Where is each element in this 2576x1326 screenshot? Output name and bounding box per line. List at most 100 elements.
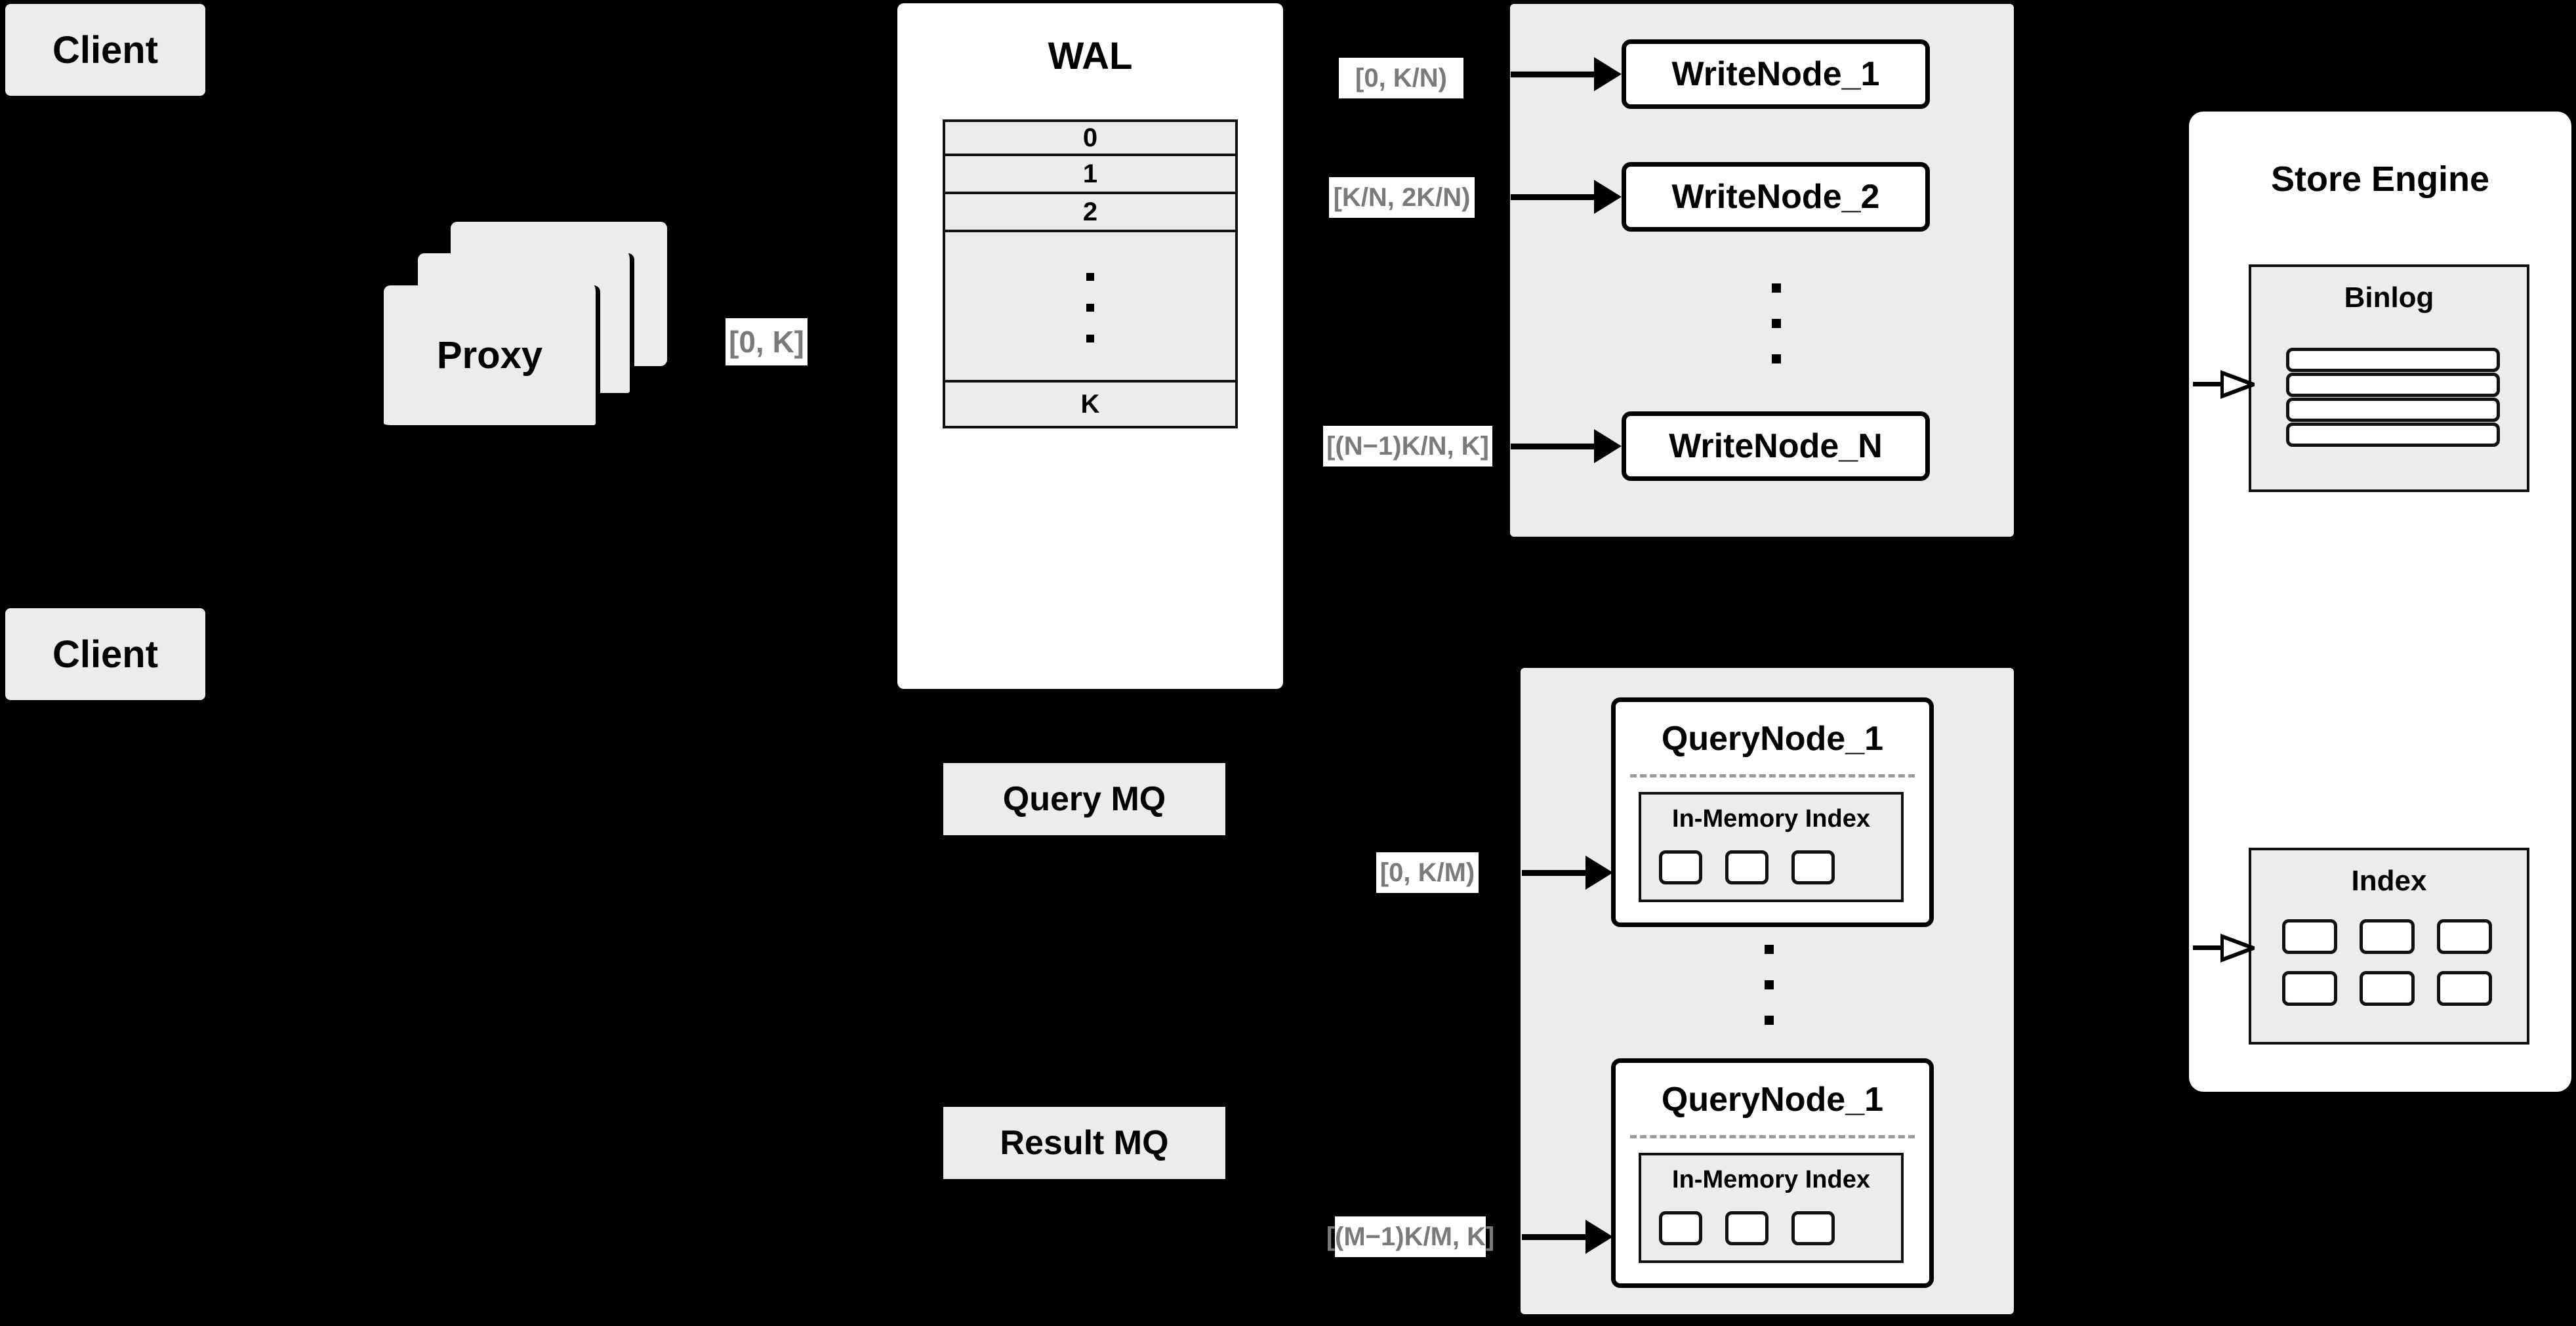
query-node-2-in-memory-index-title: In-Memory Index [1641, 1166, 1901, 1194]
wal-row-2[interactable]: 2 [943, 194, 1238, 232]
write-node-n-range-tag: [(N−1)K/N, K] [1323, 426, 1492, 466]
write-node-1-label: WriteNode_1 [1671, 55, 1880, 93]
binlog-entry[interactable] [2286, 423, 2500, 447]
write-node-n-arrow-line [1511, 444, 1596, 449]
write-node-2-label: WriteNode_2 [1671, 178, 1880, 216]
query-node-1-range-tag: [0, K/M) [1376, 852, 1479, 893]
binlog-entry[interactable] [2286, 398, 2500, 422]
index-segment[interactable] [1659, 850, 1702, 884]
client-label-1: Client [52, 28, 159, 72]
query-node-2-arrow-line [1522, 1234, 1607, 1240]
index-segment[interactable] [1791, 1211, 1835, 1245]
in-memory-index-title-text-2: In-Memory Index [1672, 1166, 1870, 1193]
index-segment[interactable] [1659, 1211, 1702, 1245]
ellipsis-dot [1765, 945, 1774, 954]
query-mq-label: Query MQ [1002, 780, 1166, 818]
write-node-n-range-text: [(N−1)K/N, K] [1326, 431, 1489, 461]
binlog-title-text: Binlog [2344, 281, 2434, 314]
write-node-1[interactable]: WriteNode_1 [1622, 39, 1930, 109]
client-box-1[interactable]: Client [5, 4, 205, 96]
binlog-entry[interactable] [2286, 348, 2500, 372]
client-label-2: Client [52, 632, 159, 676]
query-cluster-vertical-ellipsis [1765, 945, 1774, 1052]
query-node-1-title: QueryNode_1 [1616, 719, 1929, 758]
ellipsis-dot [1765, 1016, 1774, 1025]
write-node-1-arrow-line [1511, 72, 1596, 77]
query-node-1[interactable]: QueryNode_1 In-Memory Index [1611, 697, 1934, 927]
wal-row-ellipsis [943, 232, 1238, 383]
ellipsis-dot [1086, 273, 1094, 281]
index-entry[interactable] [2282, 971, 2337, 1006]
index-entry[interactable] [2360, 919, 2415, 954]
query-node-2-separator [1630, 1135, 1915, 1138]
query-node-1-arrow-head [1585, 856, 1613, 890]
result-mq-box[interactable]: Result MQ [943, 1107, 1225, 1179]
query-node-1-in-memory-index: In-Memory Index [1639, 792, 1904, 902]
index-title: Index [2251, 865, 2527, 898]
index-entry[interactable] [2437, 919, 2492, 954]
query-node-2[interactable]: QueryNode_1 In-Memory Index [1611, 1058, 1934, 1288]
binlog-arrow-line [2193, 382, 2223, 386]
write-node-1-range-text: [0, K/N) [1355, 63, 1447, 93]
store-engine-title: Store Engine [2189, 159, 2571, 199]
index-entry[interactable] [2282, 919, 2337, 954]
write-node-2-arrow-line [1511, 194, 1596, 200]
ellipsis-dot [1765, 980, 1774, 989]
binlog-entry[interactable] [2286, 373, 2500, 397]
wal-vertical-ellipsis [1086, 273, 1094, 342]
write-node-2[interactable]: WriteNode_2 [1622, 162, 1930, 232]
binlog-section: Binlog [2249, 264, 2529, 492]
write-node-1-range-tag: [0, K/N) [1339, 58, 1463, 98]
query-node-1-range-text: [0, K/M) [1380, 858, 1475, 887]
proxy-output-range-text: [0, K] [729, 325, 804, 359]
client-box-2[interactable]: Client [5, 608, 205, 700]
proxy-output-range-tag: [0, K] [726, 318, 808, 365]
write-node-n-label: WriteNode_N [1669, 427, 1883, 465]
wal-row-1[interactable]: 1 [943, 156, 1238, 194]
ellipsis-dot [1086, 304, 1094, 312]
ellipsis-dot [1086, 335, 1094, 342]
index-arrow-line [2193, 945, 2223, 950]
query-node-2-title: QueryNode_1 [1616, 1080, 1929, 1119]
result-mq-label: Result MQ [1000, 1124, 1169, 1162]
wal-rows: 0 1 2 K [943, 119, 1238, 623]
index-segment[interactable] [1791, 850, 1835, 884]
wal-title-text: WAL [1048, 35, 1133, 77]
query-node-1-separator [1630, 774, 1915, 777]
index-segment[interactable] [1725, 1211, 1768, 1245]
wal-row-0[interactable]: 0 [943, 119, 1238, 156]
write-node-n[interactable]: WriteNode_N [1622, 411, 1930, 481]
ellipsis-dot [1772, 319, 1781, 328]
query-node-1-title-text: QueryNode_1 [1661, 720, 1884, 758]
index-title-text: Index [2351, 865, 2427, 897]
query-mq-box[interactable]: Query MQ [943, 763, 1225, 835]
ellipsis-dot [1772, 283, 1781, 293]
query-node-2-in-memory-index: In-Memory Index [1639, 1153, 1904, 1263]
query-node-2-range-text: [(M−1)K/M, K] [1326, 1222, 1495, 1251]
wal-row-k-label: K [1080, 389, 1100, 419]
index-entry[interactable] [2360, 971, 2415, 1006]
index-segment[interactable] [1725, 850, 1768, 884]
wal-row-k[interactable]: K [943, 383, 1238, 428]
wal-row-1-label: 1 [1082, 159, 1098, 188]
write-node-2-range-tag: [K/N, 2K/N) [1329, 177, 1475, 218]
wal-row-0-label: 0 [1082, 123, 1098, 152]
ellipsis-dot [1772, 354, 1781, 363]
query-node-2-title-text: QueryNode_1 [1661, 1081, 1884, 1119]
store-engine-title-text: Store Engine [2270, 159, 2490, 199]
query-node-2-arrow-head [1585, 1220, 1613, 1254]
in-memory-index-title-text-1: In-Memory Index [1672, 805, 1870, 833]
wal-row-2-label: 2 [1082, 197, 1098, 226]
binlog-title: Binlog [2251, 281, 2527, 314]
wal-title: WAL [897, 34, 1283, 78]
index-section: Index [2249, 848, 2529, 1045]
write-node-1-arrow-head [1594, 57, 1622, 91]
query-node-2-range-tag: [(M−1)K/M, K] [1326, 1216, 1494, 1257]
write-node-2-arrow-head [1594, 180, 1622, 214]
query-node-1-in-memory-index-title: In-Memory Index [1641, 805, 1901, 833]
proxy-label: Proxy [436, 334, 543, 377]
index-entry[interactable] [2437, 971, 2492, 1006]
proxy-box[interactable]: Proxy [384, 285, 600, 430]
write-node-n-arrow-head [1594, 429, 1622, 463]
write-cluster-vertical-ellipsis [1772, 283, 1781, 391]
